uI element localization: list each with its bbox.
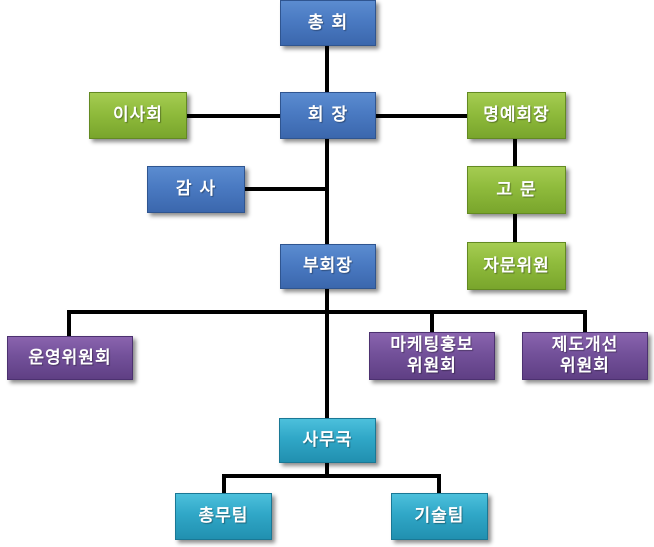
node-system-improvement-committee: 제도개선 위원회 (522, 332, 648, 380)
node-advisory-committee: 자문위원 (467, 242, 566, 290)
node-technical-team: 기술팀 (391, 493, 488, 540)
node-president: 회 장 (280, 92, 376, 139)
node-general-assembly: 총 회 (280, 0, 376, 46)
node-board: 이사회 (89, 92, 187, 139)
node-auditor: 감 사 (147, 166, 245, 213)
node-secretariat: 사무국 (279, 418, 376, 463)
node-honorary-president: 명예회장 (467, 92, 566, 139)
node-advisor: 고 문 (467, 166, 566, 214)
node-marketing-committee: 마케팅홍보 위원회 (369, 332, 495, 380)
node-operations-committee: 운영위원회 (7, 336, 133, 380)
node-general-affairs-team: 총무팀 (175, 493, 272, 540)
node-vice-president: 부회장 (280, 244, 376, 289)
